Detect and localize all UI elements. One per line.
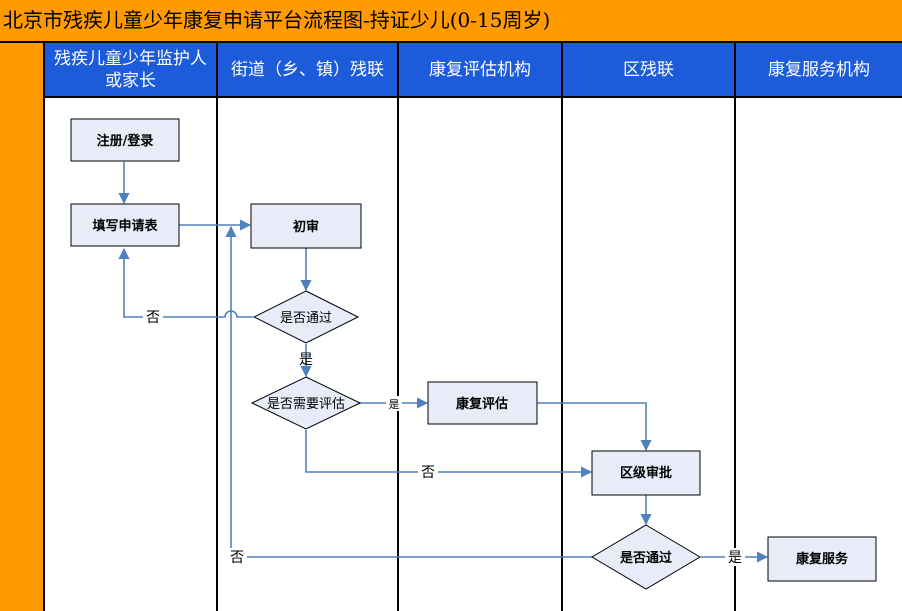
- lane-divider: [561, 43, 563, 611]
- node-district-approval-label: 区级审批: [620, 465, 672, 481]
- node-pass-check-2-label: 是否通过: [619, 550, 672, 566]
- lane-header-street-federation: 街道（乡、镇）残联: [218, 43, 397, 98]
- node-fill-form-label: 填写申请表: [92, 218, 158, 234]
- node-need-assess: 是否需要评估: [250, 376, 362, 430]
- node-register: 注册/登录: [70, 118, 180, 162]
- edge-assess-no-to-approval: [305, 430, 593, 478]
- lane-body-guardian: [45, 98, 216, 611]
- lane-header-guardian: 残疾儿童少年监护人或家长: [45, 43, 216, 98]
- lane-header-service-institution: 康复服务机构: [736, 43, 902, 98]
- node-rehab-service-label: 康复服务: [796, 551, 849, 567]
- lane-divider: [43, 43, 45, 611]
- diagram-title: 北京市残疾儿童少年康复申请平台流程图-持证少儿(0-15周岁): [0, 0, 902, 43]
- lane-body-assessment-institution: [399, 98, 561, 611]
- edge-label-yes-2: 是: [728, 550, 742, 566]
- lane-divider: [216, 43, 218, 611]
- node-assessment-label: 康复评估: [456, 396, 508, 412]
- edge-label-yes-assess: 是: [389, 398, 400, 411]
- lane-header-assessment-institution: 康复评估机构: [399, 43, 561, 98]
- edge-label-yes-1: 是: [299, 352, 313, 368]
- node-pass-check-2: 是否通过: [591, 524, 701, 590]
- node-fill-form: 填写申请表: [70, 203, 180, 247]
- edge-assessment-to-approval: [537, 402, 652, 452]
- lane-header-district-federation: 区残联: [563, 43, 734, 98]
- lane-body-service-institution: [736, 98, 902, 611]
- edge-check1-no-to-form: [118, 247, 253, 318]
- node-need-assess-label: 是否需要评估: [267, 397, 345, 412]
- edge-label-no-1: 否: [146, 310, 160, 326]
- node-register-label: 注册/登录: [97, 133, 154, 149]
- node-initial-review: 初审: [250, 203, 362, 249]
- edge-label-no-2: 否: [230, 550, 244, 566]
- edge-label-no-assess: 否: [421, 465, 435, 481]
- left-margin-strip: [0, 43, 43, 611]
- node-rehab-service: 康复服务: [767, 536, 877, 582]
- lane-divider: [397, 43, 399, 611]
- lane-body-street-federation: [218, 98, 397, 611]
- node-assessment: 康复评估: [427, 381, 538, 425]
- node-pass-check-1-label: 是否通过: [280, 311, 332, 326]
- node-initial-review-label: 初审: [293, 219, 319, 235]
- node-district-approval: 区级审批: [591, 450, 701, 496]
- lane-divider: [734, 43, 736, 611]
- node-pass-check-1: 是否通过: [252, 290, 360, 344]
- lane-body-district-federation: [563, 98, 734, 611]
